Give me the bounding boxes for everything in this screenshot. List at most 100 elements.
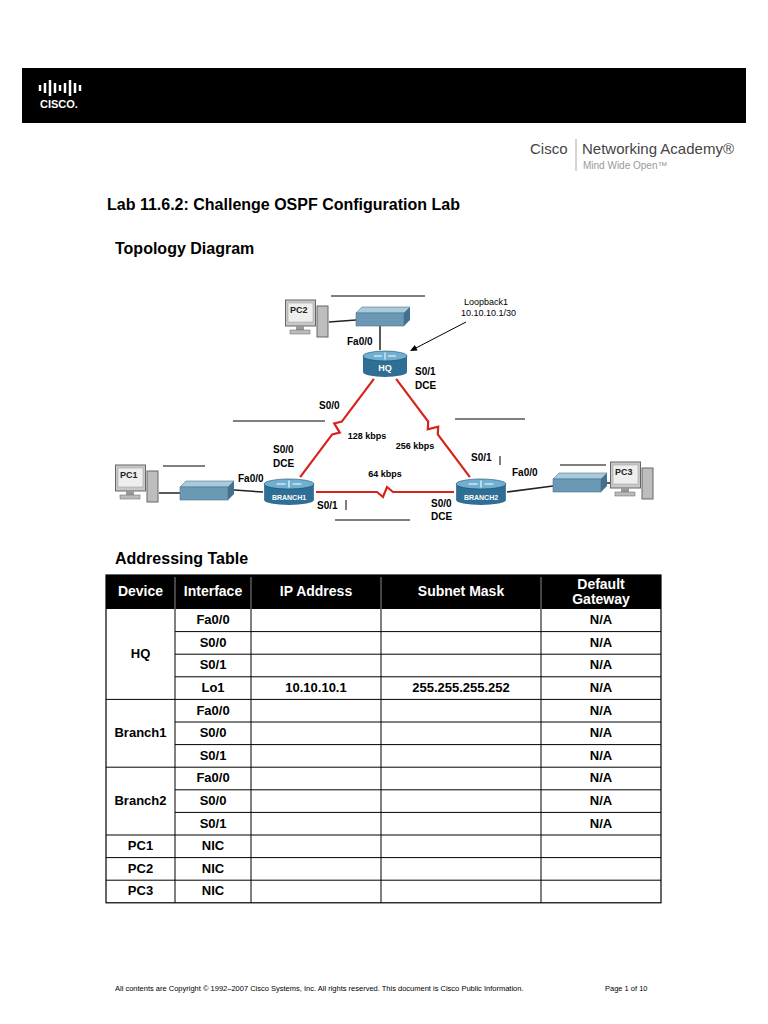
interface-label: S0/1: [470, 452, 493, 464]
table-grid: [106, 575, 661, 903]
table-cell: S0/1: [175, 812, 251, 835]
brand-name: Networking Academy®: [582, 140, 734, 158]
callout-arrow: [410, 322, 466, 351]
brand-name: Cisco: [530, 140, 568, 158]
section-heading: Addressing Table: [115, 549, 248, 568]
logo-wordmark: CISCO.: [40, 98, 78, 111]
table-cell: S0/1: [175, 654, 251, 677]
table-cell: N/A: [541, 722, 661, 745]
table-cell: N/A: [541, 677, 661, 700]
interface-label: S0/1: [414, 366, 437, 378]
row-rule: [106, 699, 661, 700]
table-cell: Fa0/0: [175, 699, 251, 722]
router-icon: [455, 478, 507, 506]
table-cell: S0/0: [175, 722, 251, 745]
router-node: BRANCH2: [455, 478, 507, 506]
table-cell: Lo1: [175, 677, 251, 700]
pc-node: PC1: [115, 463, 159, 505]
link-speed-label: 64 kbps: [367, 469, 403, 480]
device-cell: HQ: [106, 609, 175, 699]
table-cell: N/A: [541, 767, 661, 790]
pc-icon: [285, 298, 329, 340]
table-cell: N/A: [541, 632, 661, 655]
lab-title: Lab 11.6.2: Challenge OSPF Configuration…: [107, 195, 460, 214]
column-rule: [251, 609, 252, 903]
brand-separator: [576, 139, 577, 171]
interface-label: Fa0/0: [237, 473, 265, 485]
device-cell: PC1: [106, 835, 175, 858]
column-rule: [381, 609, 382, 903]
interface-label: DCE: [272, 458, 295, 470]
device-cell: Branch1: [106, 699, 175, 767]
serial-link: [316, 487, 454, 497]
table-cell: S0/1: [175, 745, 251, 768]
table-cell: S0/0: [175, 632, 251, 655]
row-rule: [175, 654, 661, 655]
header-bar: [22, 68, 746, 123]
device-cell: PC3: [106, 880, 175, 903]
router-name: BRANCH2: [464, 494, 498, 502]
interface-label: DCE: [414, 380, 437, 392]
row-rule: [175, 722, 661, 723]
switch-icon: [356, 307, 410, 326]
callout-label: Loopback1: [463, 297, 509, 308]
table-cell: N/A: [541, 790, 661, 813]
pc-node: PC2: [285, 298, 329, 340]
switch-icon: [180, 481, 234, 500]
header-divider: [381, 577, 382, 609]
row-rule: [106, 880, 661, 881]
table-cell: NIC: [175, 880, 251, 903]
row-rule: [175, 676, 661, 677]
device-cell: PC2: [106, 858, 175, 881]
table-cell: NIC: [175, 858, 251, 881]
footer-text: All contents are Copyright © 1992–2007 C…: [115, 984, 524, 993]
router-name: HQ: [378, 364, 392, 374]
ethernet-wires: [159, 320, 611, 493]
table-cell: NIC: [175, 835, 251, 858]
row-rule: [106, 857, 661, 858]
table-header-cell: Device: [106, 575, 175, 609]
row-rule: [106, 835, 661, 836]
pc-name: PC2: [290, 306, 308, 316]
router-node: BRANCH1: [263, 478, 315, 506]
table-header-cell: Interface: [175, 575, 251, 609]
pc-name: PC3: [615, 468, 633, 478]
row-rule: [175, 631, 661, 632]
interface-label: Fa0/0: [346, 336, 374, 348]
row-rule: [175, 812, 661, 813]
table-cell: N/A: [541, 609, 661, 632]
interface-label: S0/1: [316, 500, 339, 512]
segment-lines: [163, 296, 606, 520]
router-node: HQ: [362, 350, 408, 378]
table-cell: N/A: [541, 812, 661, 835]
row-rule: [175, 744, 661, 745]
row-rule: [175, 789, 661, 790]
table-cell: S0/0: [175, 790, 251, 813]
column-rule: [541, 609, 542, 903]
table-outline: [106, 575, 661, 903]
interface-label: Fa0/0: [511, 467, 539, 479]
interface-label: S0/0: [272, 444, 295, 456]
table-cell: 255.255.255.252: [381, 677, 541, 700]
router-name: BRANCH1: [272, 494, 306, 502]
logo-bars: [40, 80, 80, 96]
table-cell: N/A: [541, 745, 661, 768]
pc-icon: [610, 460, 654, 502]
table-cell: Fa0/0: [175, 767, 251, 790]
table-cell: Fa0/0: [175, 609, 251, 632]
brand-tagline: Mind Wide Open™: [583, 160, 667, 172]
interface-label: S0/0: [430, 498, 453, 510]
row-rule: [106, 767, 661, 768]
table-cell: 10.10.10.1: [251, 677, 381, 700]
pc-node: PC3: [610, 460, 654, 502]
header-divider: [541, 577, 542, 609]
interface-label: DCE: [430, 511, 453, 523]
callout-label: 10.10.10.1/30: [460, 308, 517, 319]
table-header-cell: Default Gateway: [541, 575, 661, 609]
table-cell: N/A: [541, 654, 661, 677]
link-speed-label: 256 kbps: [395, 441, 436, 452]
table-cell: N/A: [541, 699, 661, 722]
switch-icon: [553, 473, 607, 492]
interface-label: S0/0: [318, 400, 341, 412]
